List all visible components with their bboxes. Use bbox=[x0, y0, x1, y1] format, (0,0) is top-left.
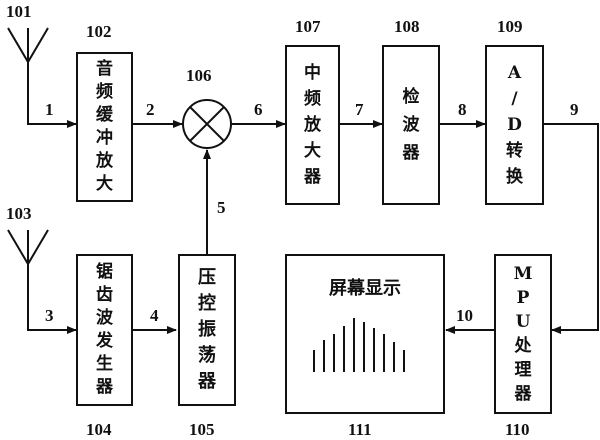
block-104-label: 锯齿波发生器 bbox=[96, 262, 113, 397]
wire-9 bbox=[544, 123, 599, 334]
screen-display-block: 屏幕显示 bbox=[285, 254, 445, 414]
signal-label-5: 5 bbox=[217, 198, 226, 217]
antenna-103-symbol bbox=[7, 229, 49, 266]
label-109: 109 bbox=[497, 17, 523, 36]
wire-3 bbox=[27, 264, 77, 334]
screen-spectrum-bars bbox=[313, 318, 405, 372]
signal-label-6: 6 bbox=[254, 100, 263, 119]
block-107-label: 中频放大器 bbox=[304, 63, 321, 187]
signal-label-7: 7 bbox=[355, 100, 364, 119]
block-108-label: 检波器 bbox=[402, 87, 420, 163]
signal-label-8: 8 bbox=[458, 100, 467, 119]
voltage-controlled-oscillator-block: 压控振荡器 bbox=[178, 254, 236, 406]
signal-label-2: 2 bbox=[146, 100, 155, 119]
label-104: 104 bbox=[86, 420, 112, 439]
signal-label-10: 10 bbox=[456, 306, 473, 325]
label-103: 103 bbox=[6, 204, 32, 223]
label-110: 110 bbox=[505, 420, 530, 439]
signal-label-4: 4 bbox=[150, 306, 159, 325]
signal-label-1: 1 bbox=[45, 100, 54, 119]
label-106: 106 bbox=[186, 66, 212, 85]
label-105: 105 bbox=[189, 420, 215, 439]
screen-display-title: 屏幕显示 bbox=[329, 278, 401, 299]
if-amplifier-block: 中频放大器 bbox=[285, 45, 340, 205]
mixer-106-circle bbox=[182, 99, 232, 149]
block-105-label: 压控振荡器 bbox=[198, 267, 216, 392]
audio-buffer-amplifier-block: 音频缓冲放大 bbox=[76, 52, 133, 202]
label-111: 111 bbox=[348, 420, 372, 439]
antenna-101-symbol bbox=[7, 27, 49, 64]
label-107: 107 bbox=[295, 17, 321, 36]
label-101: 101 bbox=[6, 2, 32, 21]
label-102: 102 bbox=[86, 22, 112, 41]
label-108: 108 bbox=[394, 17, 420, 36]
wire-1 bbox=[27, 62, 77, 128]
block-102-label: 音频缓冲放大 bbox=[96, 59, 113, 194]
mixer-106-cross bbox=[189, 106, 225, 142]
signal-label-9: 9 bbox=[570, 100, 579, 119]
signal-label-3: 3 bbox=[45, 306, 54, 325]
detector-block: 检波器 bbox=[382, 45, 440, 205]
sawtooth-generator-block: 锯齿波发生器 bbox=[76, 254, 133, 406]
